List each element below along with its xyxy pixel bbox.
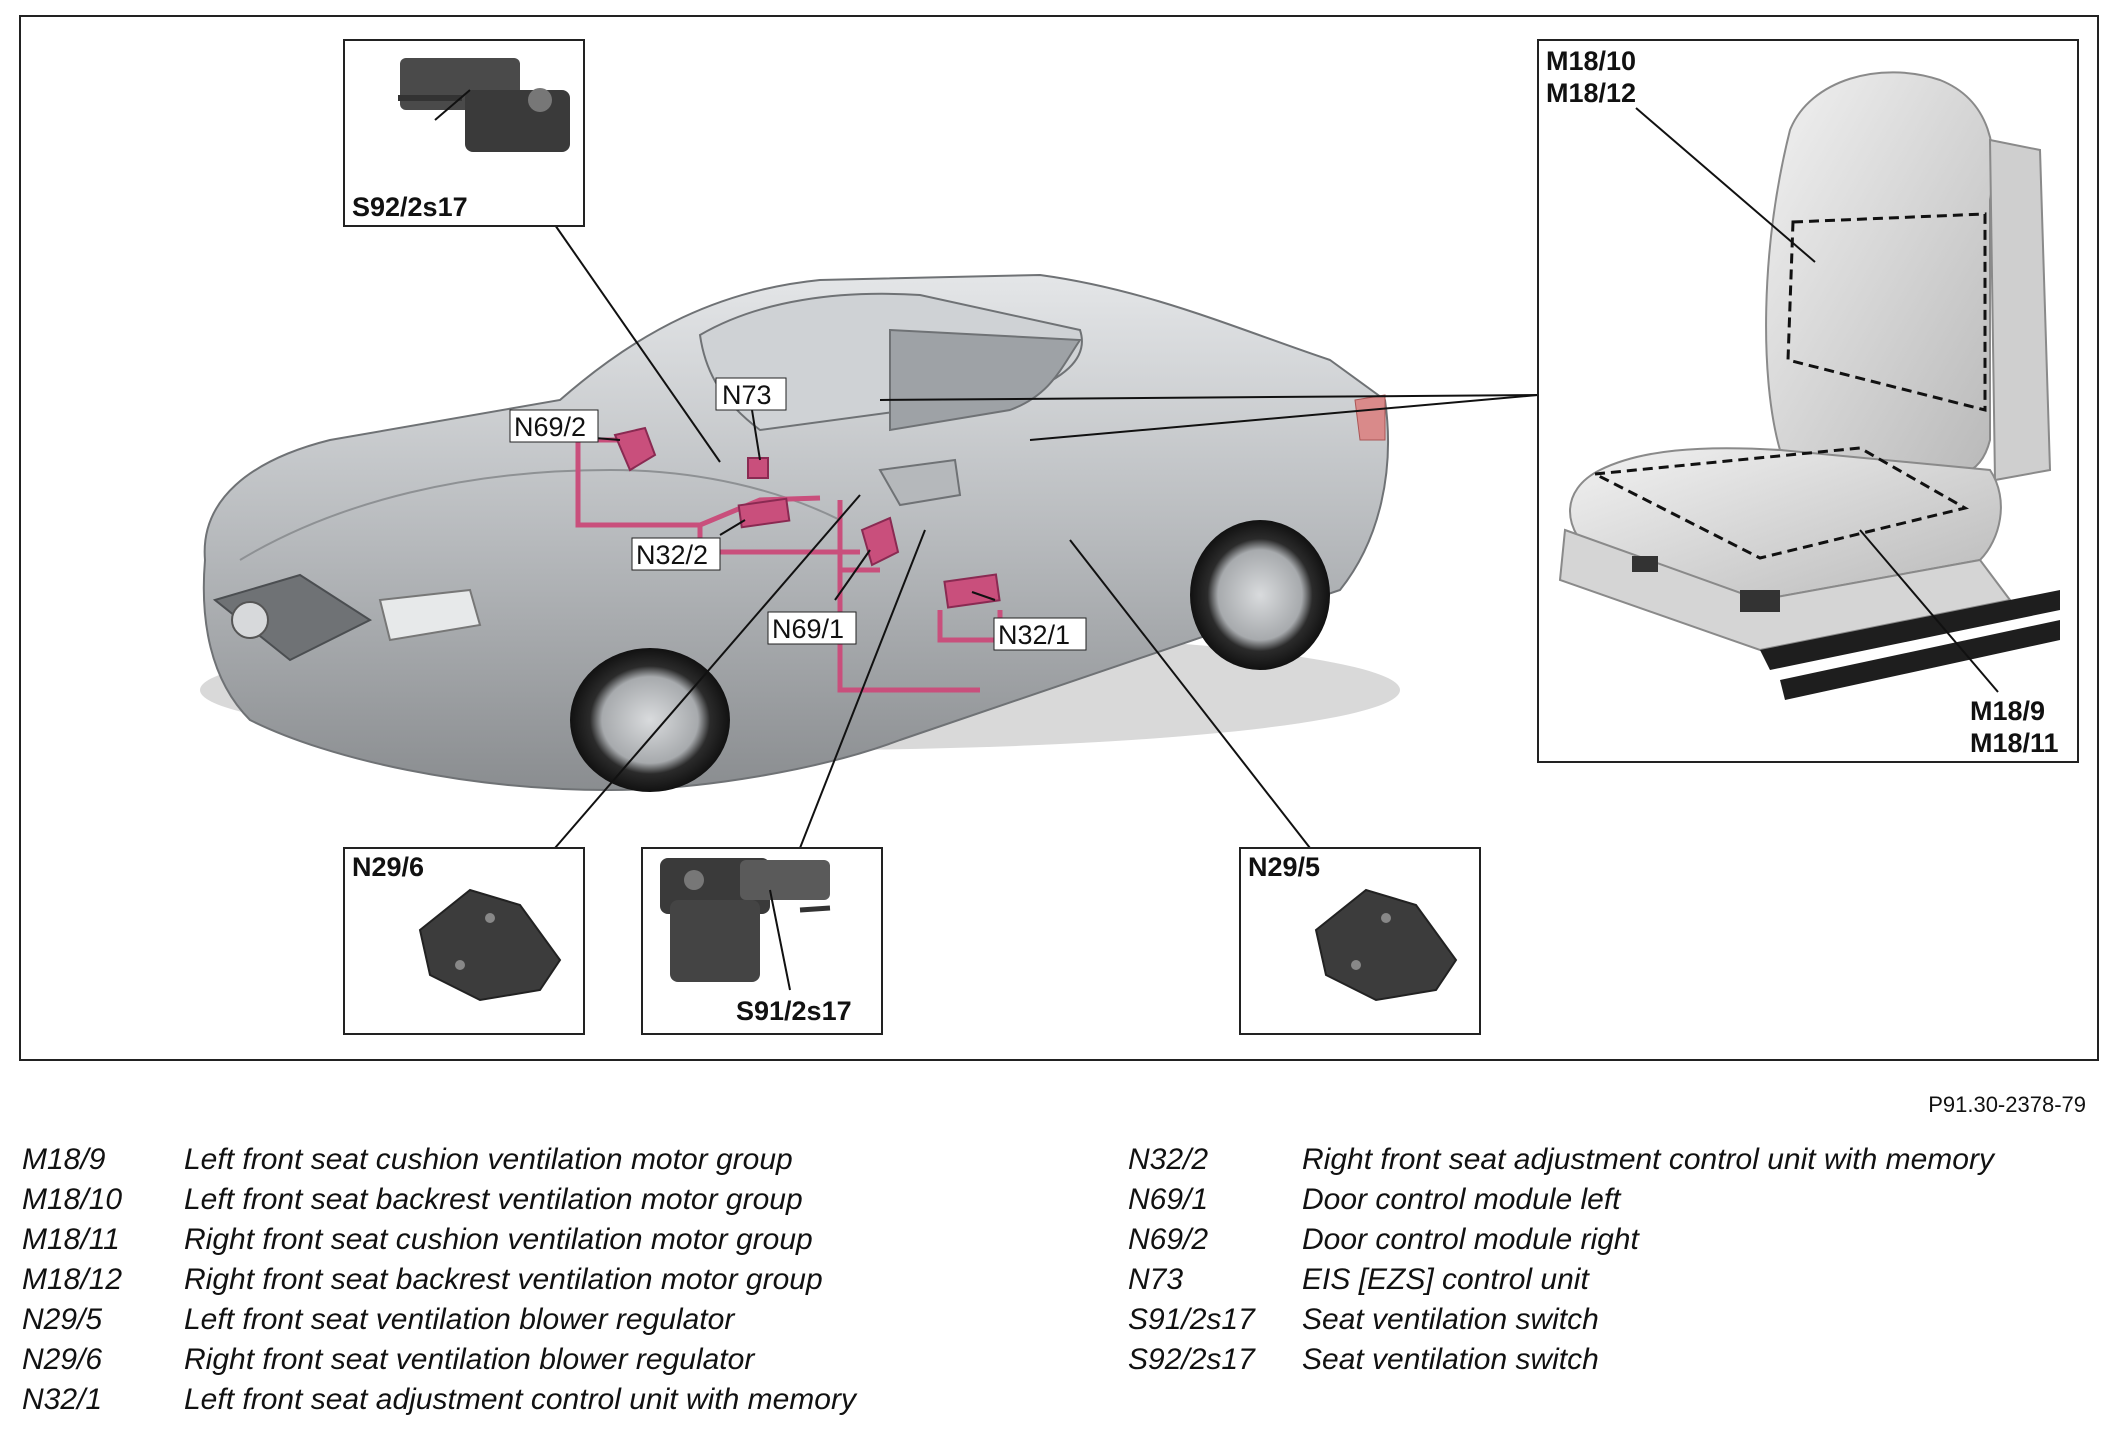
tag-n32-2: N32/2: [631, 537, 721, 571]
diagram-frame: [19, 15, 2099, 1061]
n32-2-unit: [737, 497, 791, 529]
legend-row: N69/1 Door control module left: [1128, 1180, 1994, 1220]
tag-n69-2: N69/2: [509, 409, 599, 443]
legend-code: M18/9: [22, 1143, 106, 1176]
car-illustration: [200, 273, 1400, 792]
callout-m18-11: M18/11: [1970, 728, 2059, 758]
leader-lines: [554, 224, 1539, 849]
legend-description: Left front seat backrest ventilation mot…: [184, 1183, 803, 1216]
callout-n69-1: N69/1: [772, 614, 844, 644]
n69-2-unit: [613, 426, 657, 472]
legend-code: N32/2: [1128, 1143, 1209, 1176]
inset-n29-5: N29/5: [1239, 847, 1481, 1035]
legend-description: Door control module left: [1302, 1183, 1621, 1216]
tag-n69-1: N69/1: [767, 611, 857, 645]
callout-m18-10: M18/10: [1546, 46, 1636, 76]
callout-n29-6: N29/6: [352, 852, 424, 882]
n73-unit: [747, 457, 769, 479]
legend-code: S91/2s17: [1128, 1303, 1255, 1336]
legend-description: Right front seat cushion ventilation mot…: [184, 1223, 813, 1256]
figure-reference: P91.30-2378-79: [1928, 1092, 2086, 1117]
callout-n73: N73: [722, 380, 772, 410]
inset-n29-6: N29/6: [343, 847, 585, 1035]
legend-code: N73: [1128, 1263, 1184, 1296]
legend-row: S91/2s17 Seat ventilation switch: [1128, 1300, 1994, 1340]
legend-description: Seat ventilation switch: [1302, 1343, 1599, 1376]
tag-n73: N73: [715, 377, 787, 411]
legend-row: N69/2 Door control module right: [1128, 1220, 1994, 1260]
legend-description: Right front seat ventilation blower regu…: [184, 1343, 755, 1376]
legend-description: EIS [EZS] control unit: [1302, 1263, 1589, 1296]
callout-m18-9: M18/9: [1970, 696, 2045, 726]
legend-code: N69/2: [1128, 1223, 1209, 1256]
legend-description: Left front seat adjustment control unit …: [184, 1383, 856, 1416]
legend-row: N29/5 Left front seat ventilation blower …: [22, 1300, 856, 1340]
legend-row: M18/12 Right front seat backrest ventilat…: [22, 1260, 856, 1300]
legend-row: M18/9 Left front seat cushion ventilation…: [22, 1140, 856, 1180]
legend-row: M18/10 Left front seat backrest ventilati…: [22, 1180, 856, 1220]
legend-description: Left front seat ventilation blower regul…: [184, 1303, 735, 1336]
inset-s92-2s17: S92/2s17: [343, 39, 585, 227]
n32-1-unit: [943, 573, 1001, 609]
callout-n69-2: N69/2: [514, 412, 586, 442]
legend-code: M18/11: [22, 1223, 120, 1256]
legend-row: N32/1 Left front seat adjustment control …: [22, 1380, 856, 1420]
component-units: [613, 426, 1001, 609]
callout-n29-5: N29/5: [1248, 852, 1320, 882]
inset-s91-2s17: S91/2s17: [641, 847, 883, 1035]
legend-description: Left front seat cushion ventilation moto…: [184, 1143, 793, 1176]
legend-code: N69/1: [1128, 1183, 1209, 1216]
legend-code: S92/2s17: [1128, 1343, 1255, 1376]
legend-description: Right front seat adjustment control unit…: [1302, 1143, 1994, 1176]
legend-code: N29/5: [22, 1303, 103, 1336]
legend-row: M18/11 Right front seat cushion ventilati…: [22, 1220, 856, 1260]
legend-right: N32/2 Right front seat adjustment control…: [1128, 1140, 1994, 1380]
legend-code: N32/1: [22, 1383, 103, 1416]
legend-description: Right front seat backrest ventilation mo…: [184, 1263, 823, 1296]
inset-seat: M18/10 M18/12 M18/9 M18/11: [1537, 39, 2079, 763]
callout-n32-2: N32/2: [636, 540, 708, 570]
callout-m18-12: M18/12: [1546, 78, 1636, 108]
callout-s92-2s17: S92/2s17: [352, 192, 468, 222]
legend-code: M18/12: [22, 1263, 123, 1296]
legend-code: N29/6: [22, 1343, 103, 1376]
component-wiring: [575, 437, 1003, 693]
tag-n32-1: N32/1: [993, 617, 1087, 651]
legend-row: S92/2s17 Seat ventilation switch: [1128, 1340, 1994, 1380]
legend-left: M18/9 Left front seat cushion ventilation…: [22, 1140, 856, 1420]
callout-n32-1: N32/1: [998, 620, 1070, 650]
legend-description: Door control module right: [1302, 1223, 1639, 1256]
legend-code: M18/10: [22, 1183, 123, 1216]
callout-s91-2s17: S91/2s17: [736, 996, 852, 1026]
legend-description: Seat ventilation switch: [1302, 1303, 1599, 1336]
legend-row: N29/6 Right front seat ventilation blower…: [22, 1340, 856, 1380]
legend-row: N32/2 Right front seat adjustment control…: [1128, 1140, 1994, 1180]
legend-row: N73 EIS [EZS] control unit: [1128, 1260, 1994, 1300]
